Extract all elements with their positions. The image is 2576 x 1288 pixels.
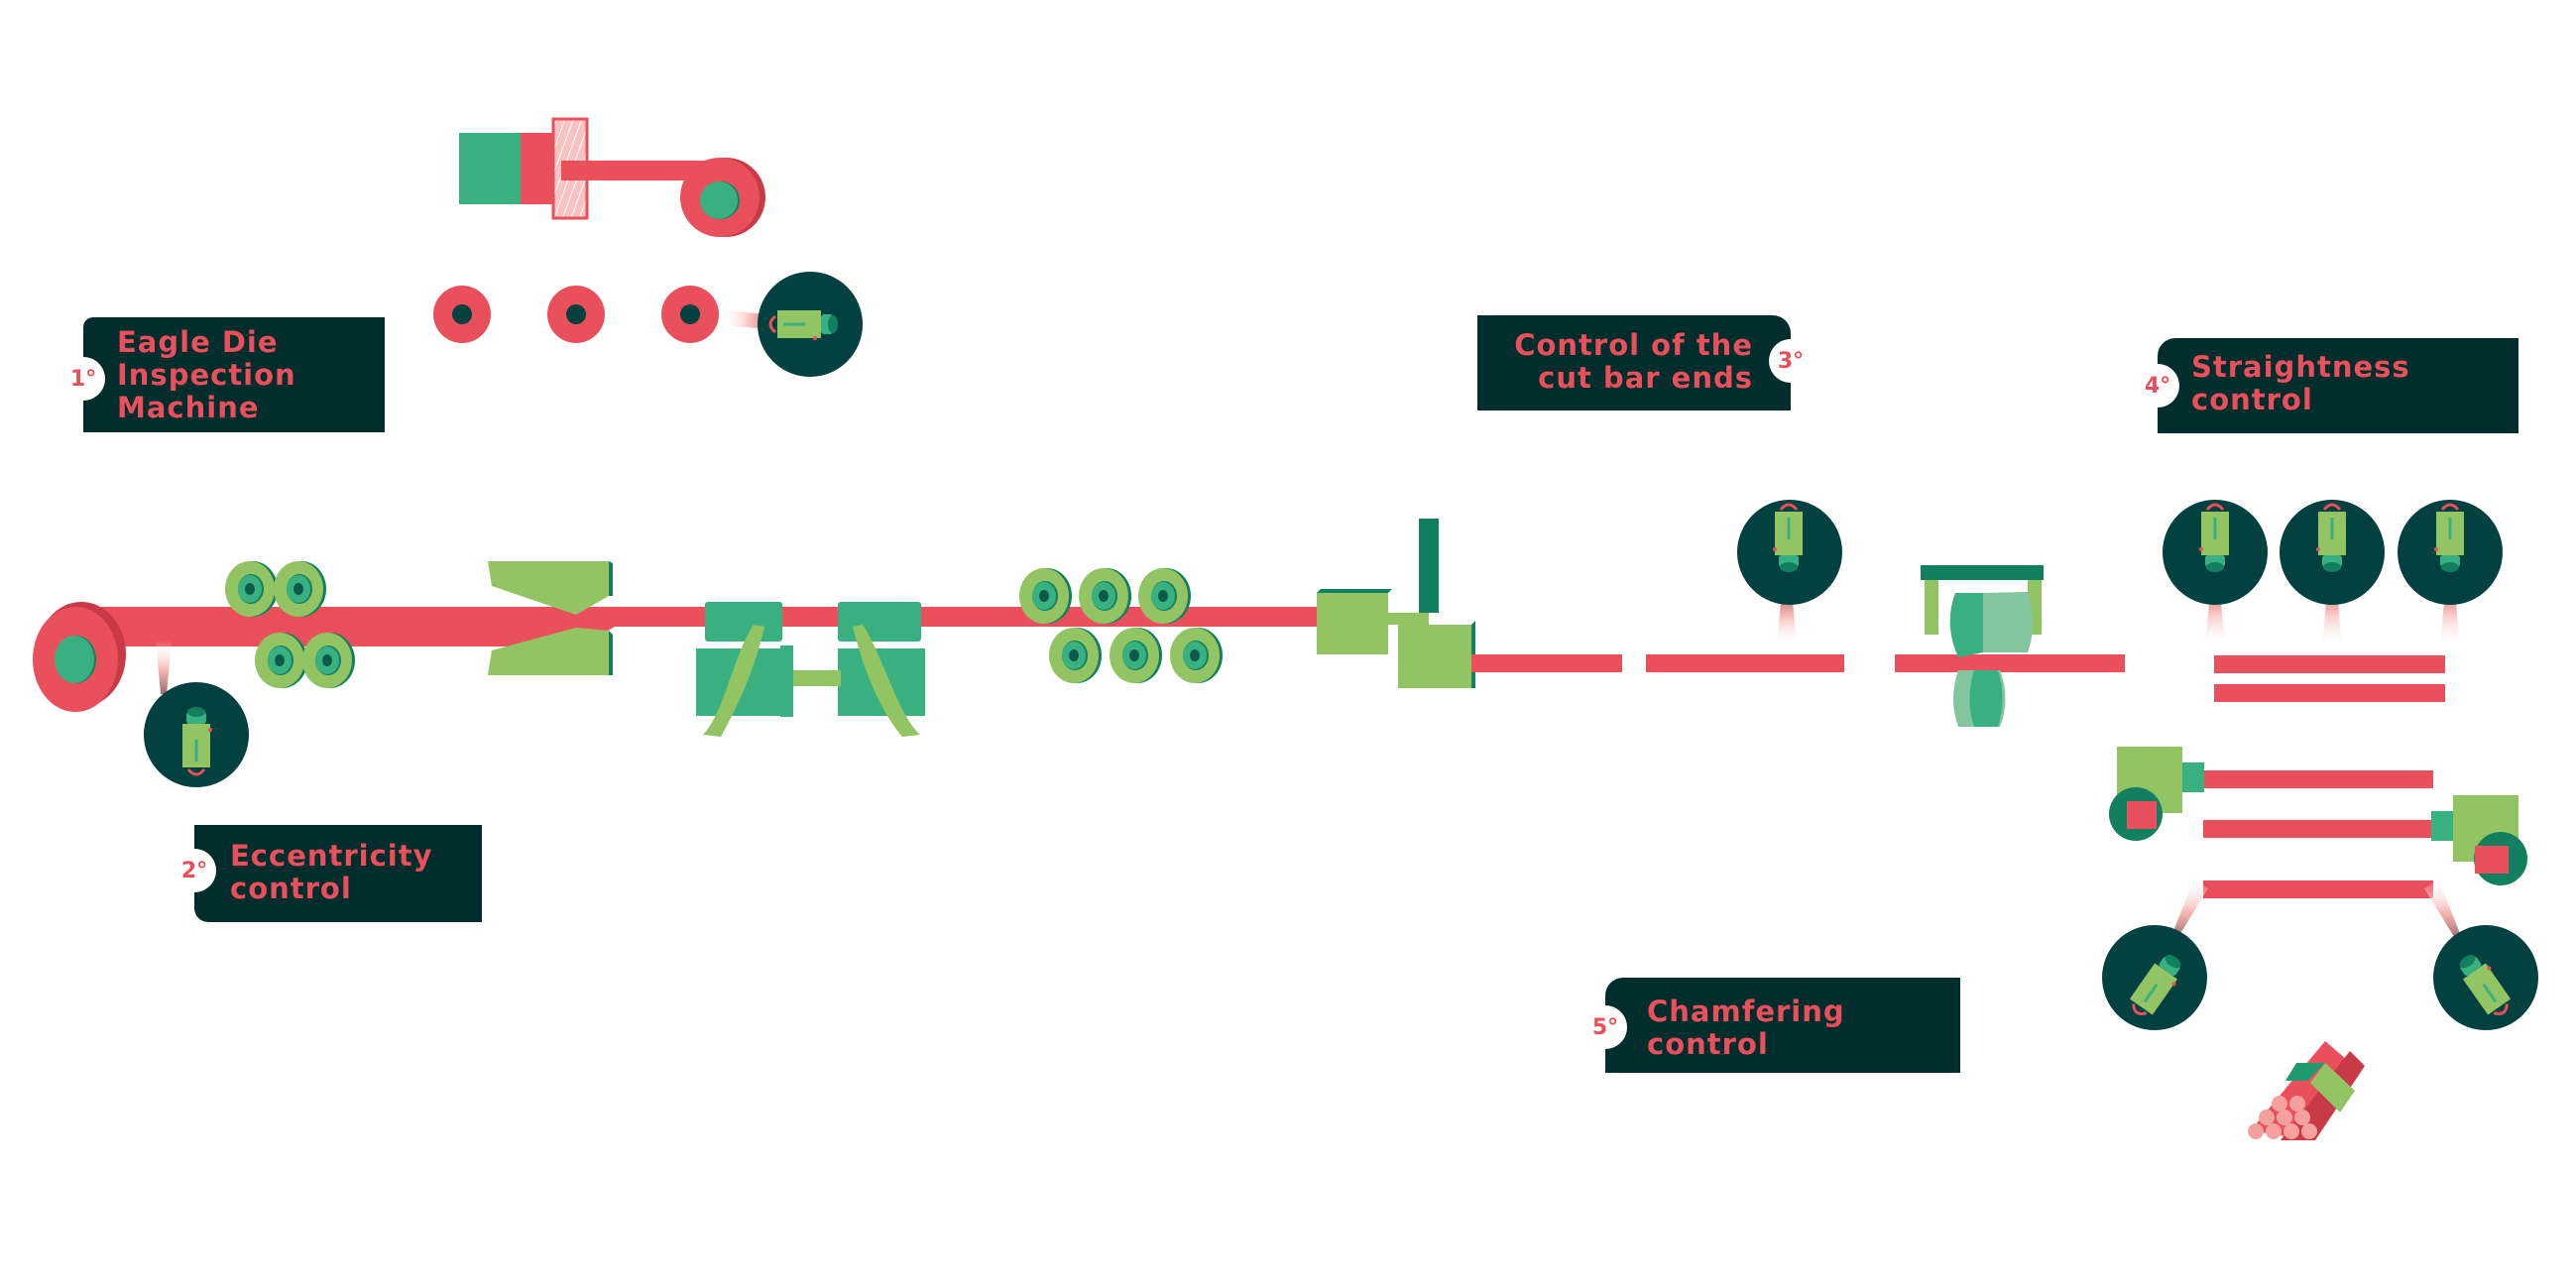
camera-icon: [758, 272, 863, 377]
drawing-die: [488, 561, 613, 675]
step-badge: 2°: [173, 849, 216, 892]
station-label-5: 5° Chamfering control: [1583, 978, 1960, 1073]
straightening-rollers: [1019, 568, 1223, 683]
camera-icon: [2102, 878, 2208, 1030]
die-ring: [547, 286, 605, 343]
step-badge: 5°: [1583, 1005, 1627, 1049]
station-label-1: 1° Eagle Die Inspection Machine: [61, 317, 385, 432]
station-label-2: 2° Eccentricity control: [173, 825, 482, 922]
camera-icon: [2424, 878, 2538, 1030]
roller-icon: [1170, 628, 1223, 683]
step-badge: 4°: [2136, 364, 2179, 408]
roller-icon: [225, 561, 278, 617]
roller-icon: [274, 561, 326, 617]
station-label-4: 4° Straightness control: [2136, 338, 2518, 433]
rotary-straightener: [1895, 565, 2125, 727]
camera-icon: [1737, 500, 1842, 645]
main-bar-line: [94, 607, 1317, 646]
station-title: Control of the cut bar ends: [1514, 328, 1753, 395]
station-title: Eccentricity control: [230, 839, 433, 905]
step-badge: 3°: [1769, 339, 1813, 383]
roller-icon: [1049, 628, 1102, 683]
station-title: Eagle Die Inspection Machine: [117, 325, 296, 424]
straightness-station: [2214, 655, 2445, 702]
roller-icon: [1138, 568, 1191, 624]
chamfering-station: [2109, 747, 2527, 898]
roller-icon: [1019, 568, 1072, 624]
roller-icon: [1110, 628, 1162, 683]
shear-cutter: [1317, 519, 1844, 688]
straightening-rollers: [225, 561, 355, 688]
camera-icon: [144, 641, 249, 787]
finished-bar-bundle: [2248, 1041, 2365, 1140]
drawing-machine: [696, 602, 925, 737]
die-press-block: [459, 133, 523, 204]
camera-icon: [2280, 500, 2385, 646]
camera-icon: [2163, 500, 2268, 646]
station-label-3: 3° Control of the cut bar ends: [1477, 315, 1813, 410]
step-badge: 1°: [61, 357, 105, 401]
camera-icon: [2398, 500, 2503, 646]
die-inspection-machine: [433, 117, 863, 377]
roller-icon: [302, 633, 355, 688]
coil-reel: [33, 602, 126, 712]
roller-icon: [255, 633, 307, 688]
roller-icon: [1079, 568, 1131, 624]
die-ring: [433, 286, 491, 343]
die-ring: [661, 286, 719, 343]
station-title: Straightness control: [2191, 350, 2410, 416]
station-title: Chamfering control: [1647, 995, 1845, 1061]
